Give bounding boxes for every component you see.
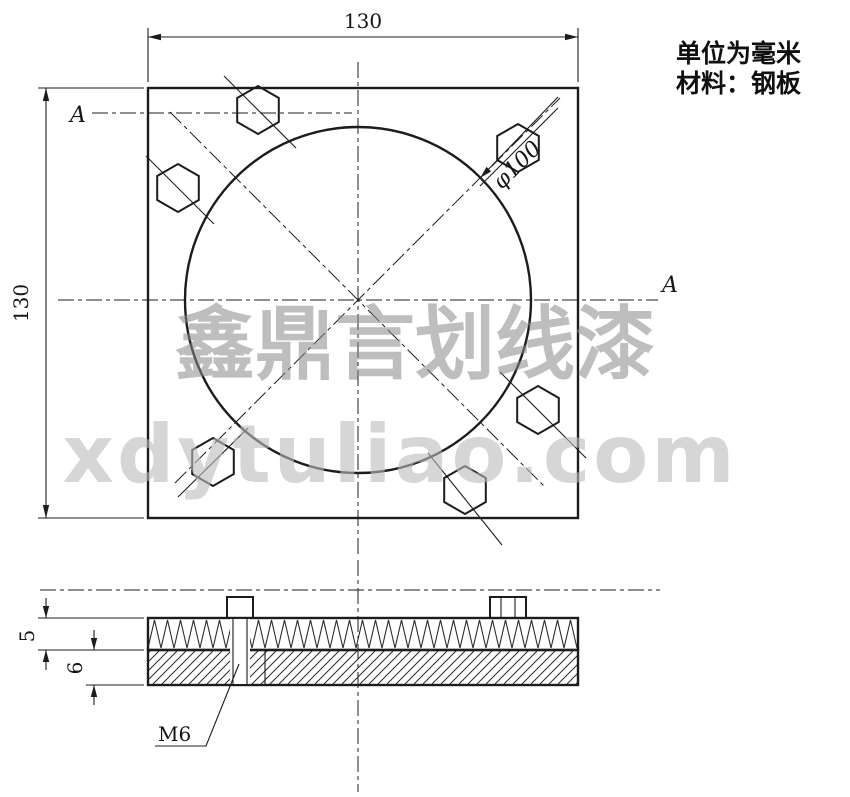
watermark: 鑫鼎言划线漆 xdytuliao.com: [62, 298, 737, 501]
hex-bolt-lower-left: [191, 436, 235, 488]
width-dim-label: 130: [344, 9, 382, 33]
dimension-width: 130: [147, 9, 579, 82]
hex-bolt-upper-left: [156, 162, 200, 214]
section-view: 5 6 M6: [15, 560, 660, 792]
bore-circle: [183, 125, 533, 475]
material-note: 材料：钢板: [676, 69, 801, 98]
thread-leader: [155, 663, 240, 747]
dimension-thickness-6: 6: [63, 630, 144, 705]
hex-bolt-head-section: [489, 596, 527, 619]
thread-callout: M6: [155, 663, 240, 747]
thickness-6-label: 6: [63, 662, 87, 675]
upper-plate-section: [146, 616, 580, 652]
dim-arrow-top: [42, 88, 50, 101]
dimension-height: 130: [9, 87, 144, 519]
plate-outline: [146, 86, 580, 520]
diameter-arrow: [480, 166, 492, 178]
m6-bolt-head: [226, 596, 254, 619]
hex-bolt-lower-right: [516, 384, 560, 436]
watermark-cn-text: 鑫鼎言划线漆: [175, 298, 655, 391]
thickness-5-label: 5: [15, 630, 39, 643]
dim-arrow-bottom: [42, 505, 50, 518]
hex-bolt-top: [236, 84, 280, 136]
drawing-notes: 单位为毫米 材料：钢板: [676, 39, 802, 98]
dimension-thickness-5: 5: [15, 598, 144, 670]
watermark-domain-text: xdytuliao.com: [62, 408, 737, 501]
m6-bolt-section: [226, 596, 254, 685]
hex-bolts: [156, 84, 560, 516]
units-note: 单位为毫米: [676, 39, 802, 68]
height-dim-label: 130: [9, 284, 33, 322]
thread-label: M6: [158, 722, 191, 746]
lower-plate-section: [146, 648, 580, 687]
dim-arrow-left: [148, 33, 161, 41]
dim-arrow-right: [565, 33, 578, 41]
section-letter-right: A: [660, 273, 678, 298]
section-letter-left: A: [68, 103, 86, 128]
hex-bolt-upper-right: [496, 122, 540, 174]
hex-head-outline: [489, 596, 527, 619]
hex-bolt-bottom: [443, 464, 487, 516]
